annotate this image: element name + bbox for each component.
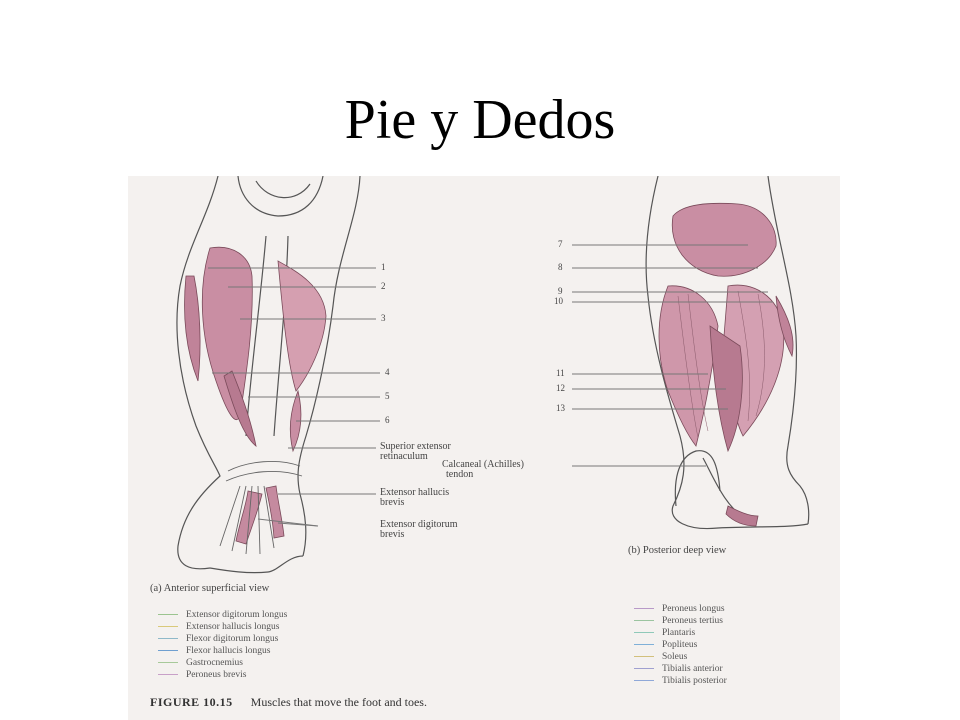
label-tendon: tendon: [446, 469, 474, 480]
key-swatch: [634, 680, 654, 682]
key-item: Popliteus: [634, 640, 697, 651]
key-label: Plantaris: [662, 628, 696, 638]
leg-muscles-illustration: [176, 176, 810, 574]
view-a-label: (a) Anterior superficial view: [150, 583, 270, 594]
key-item: Plantaris: [634, 628, 695, 639]
key-swatch: [158, 662, 178, 664]
label-number-6: 6: [385, 415, 390, 425]
label-number-8: 8: [558, 262, 563, 272]
posterior-leader-lines: [572, 244, 773, 467]
key-label: Flexor digitorum longus: [186, 634, 279, 644]
label-number-7: 7: [558, 239, 563, 249]
posterior-fibers: [677, 290, 765, 439]
key-swatch: [158, 674, 178, 676]
key-swatch: [634, 644, 654, 646]
key-swatch: [634, 656, 654, 658]
key-swatch: [634, 620, 654, 622]
label-digitorum-brevis: brevis: [380, 529, 405, 540]
anterior-muscles: [184, 246, 327, 545]
key-swatch: [158, 626, 178, 628]
key-item: Tibialis anterior: [634, 664, 723, 675]
key-item: Soleus: [634, 652, 687, 663]
key-swatch: [158, 650, 178, 652]
key-label: Peroneus tertius: [662, 616, 723, 626]
view-b-label: (b) Posterior deep view: [628, 545, 727, 556]
key-swatch: [634, 608, 654, 610]
anatomy-figure: 1 2 3 4 5 6 Superior extensor retinaculu…: [128, 176, 840, 720]
key-item: Tibialis posterior: [634, 676, 727, 687]
figure-caption-text: Muscles that move the foot and toes.: [250, 695, 427, 709]
key-label: Extensor digitorum longus: [186, 610, 288, 620]
key-item: Peroneus brevis: [158, 670, 246, 681]
label-number-13: 13: [556, 403, 565, 413]
label-number-1: 1: [381, 262, 386, 272]
label-extensor-digitorum: Extensor digitorum: [380, 519, 458, 530]
slide-title: Pie y Dedos: [344, 89, 616, 151]
key-item: Extensor digitorum longus: [158, 610, 287, 621]
label-number-9: 9: [558, 286, 563, 296]
anterior-tendons: [219, 461, 303, 555]
key-label: Soleus: [662, 652, 688, 662]
label-number-5: 5: [385, 391, 390, 401]
key-item: Peroneus tertius: [634, 616, 723, 627]
figure-caption: FIGURE 10.15 Muscles that move the foot a…: [150, 695, 427, 710]
key-item: Extensor hallucis longus: [158, 622, 279, 633]
key-swatch: [634, 632, 654, 634]
label-number-4: 4: [385, 367, 390, 377]
label-number-10: 10: [554, 296, 563, 306]
anterior-leg-drawing: [176, 176, 361, 574]
key-swatch: [634, 668, 654, 670]
key-item: Peroneus longus: [634, 604, 725, 615]
label-number-2: 2: [381, 281, 386, 291]
key-item: Flexor hallucis longus: [158, 646, 270, 657]
key-item: Gastrocnemius: [158, 658, 243, 669]
figure-number: FIGURE 10.15: [150, 695, 233, 709]
label-hallucis-brevis: brevis: [380, 497, 405, 508]
key-label: Flexor hallucis longus: [186, 646, 271, 656]
key-label: Popliteus: [662, 640, 698, 650]
label-superior-extensor: Superior extensor: [380, 441, 451, 452]
key-label: Extensor hallucis longus: [186, 622, 280, 632]
key-label: Gastrocnemius: [186, 658, 243, 668]
label-calcaneal-achilles: Calcaneal (Achilles): [442, 459, 524, 470]
anterior-leader-lines: [208, 267, 380, 527]
label-extensor-hallucis: Extensor hallucis: [380, 487, 450, 498]
key-swatch: [158, 614, 178, 616]
label-number-3: 3: [381, 313, 386, 323]
label-number-12: 12: [556, 383, 565, 393]
label-retinaculum: retinaculum: [380, 451, 428, 462]
key-label: Tibialis posterior: [662, 676, 727, 686]
key-label: Peroneus brevis: [186, 670, 247, 680]
key-item: Flexor digitorum longus: [158, 634, 278, 645]
key-swatch: [158, 638, 178, 640]
posterior-muscles: [658, 202, 794, 527]
label-number-11: 11: [556, 368, 565, 378]
key-label: Tibialis anterior: [662, 664, 723, 674]
key-label: Peroneus longus: [662, 604, 725, 614]
posterior-leg-drawing: [645, 176, 810, 530]
